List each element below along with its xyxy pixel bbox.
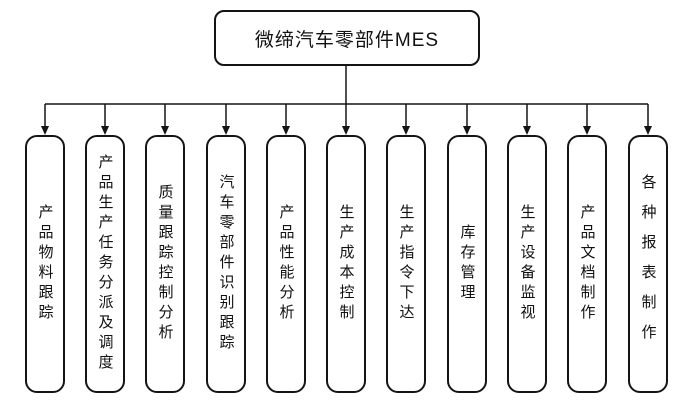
root-node-label: 微缔汽车零部件MES [254, 29, 440, 51]
node-product-material-tracking: 产品物料跟踪 [25, 135, 65, 393]
node-label: 产品性能分析 [277, 204, 295, 324]
node-label: 质量跟踪控制分析 [156, 184, 174, 344]
node-label: 生产成本控制 [337, 204, 355, 324]
node-label: 生产指令下达 [397, 204, 415, 324]
node-various-reports-creation: 各种报表制作 [628, 135, 668, 393]
node-production-equipment-monitoring: 生产设备监视 [507, 135, 547, 393]
node-product-document-creation: 产品文档制作 [567, 135, 607, 393]
node-label: 生产设备监视 [518, 204, 536, 324]
node-quality-tracking-control-analysis: 质量跟踪控制分析 [145, 135, 185, 393]
node-production-order-issue: 生产指令下达 [386, 135, 426, 393]
node-product-performance-analysis: 产品性能分析 [266, 135, 306, 393]
node-label: 产品生产任务分派及调度 [96, 154, 114, 374]
arrowheads [41, 126, 652, 135]
node-label: 各种报表制作 [639, 174, 657, 354]
node-label: 汽车零部件识别跟踪 [217, 174, 235, 354]
node-production-task-dispatch-scheduling: 产品生产任务分派及调度 [85, 135, 125, 393]
node-label: 库存管理 [458, 224, 476, 304]
node-auto-parts-identification-tracking: 汽车零部件识别跟踪 [206, 135, 246, 393]
root-node: 微缔汽车零部件MES [214, 10, 480, 66]
node-label: 产品文档制作 [578, 204, 596, 324]
node-production-cost-control: 生产成本控制 [326, 135, 366, 393]
node-label: 产品物料跟踪 [36, 204, 54, 324]
node-inventory-management: 库存管理 [447, 135, 487, 393]
